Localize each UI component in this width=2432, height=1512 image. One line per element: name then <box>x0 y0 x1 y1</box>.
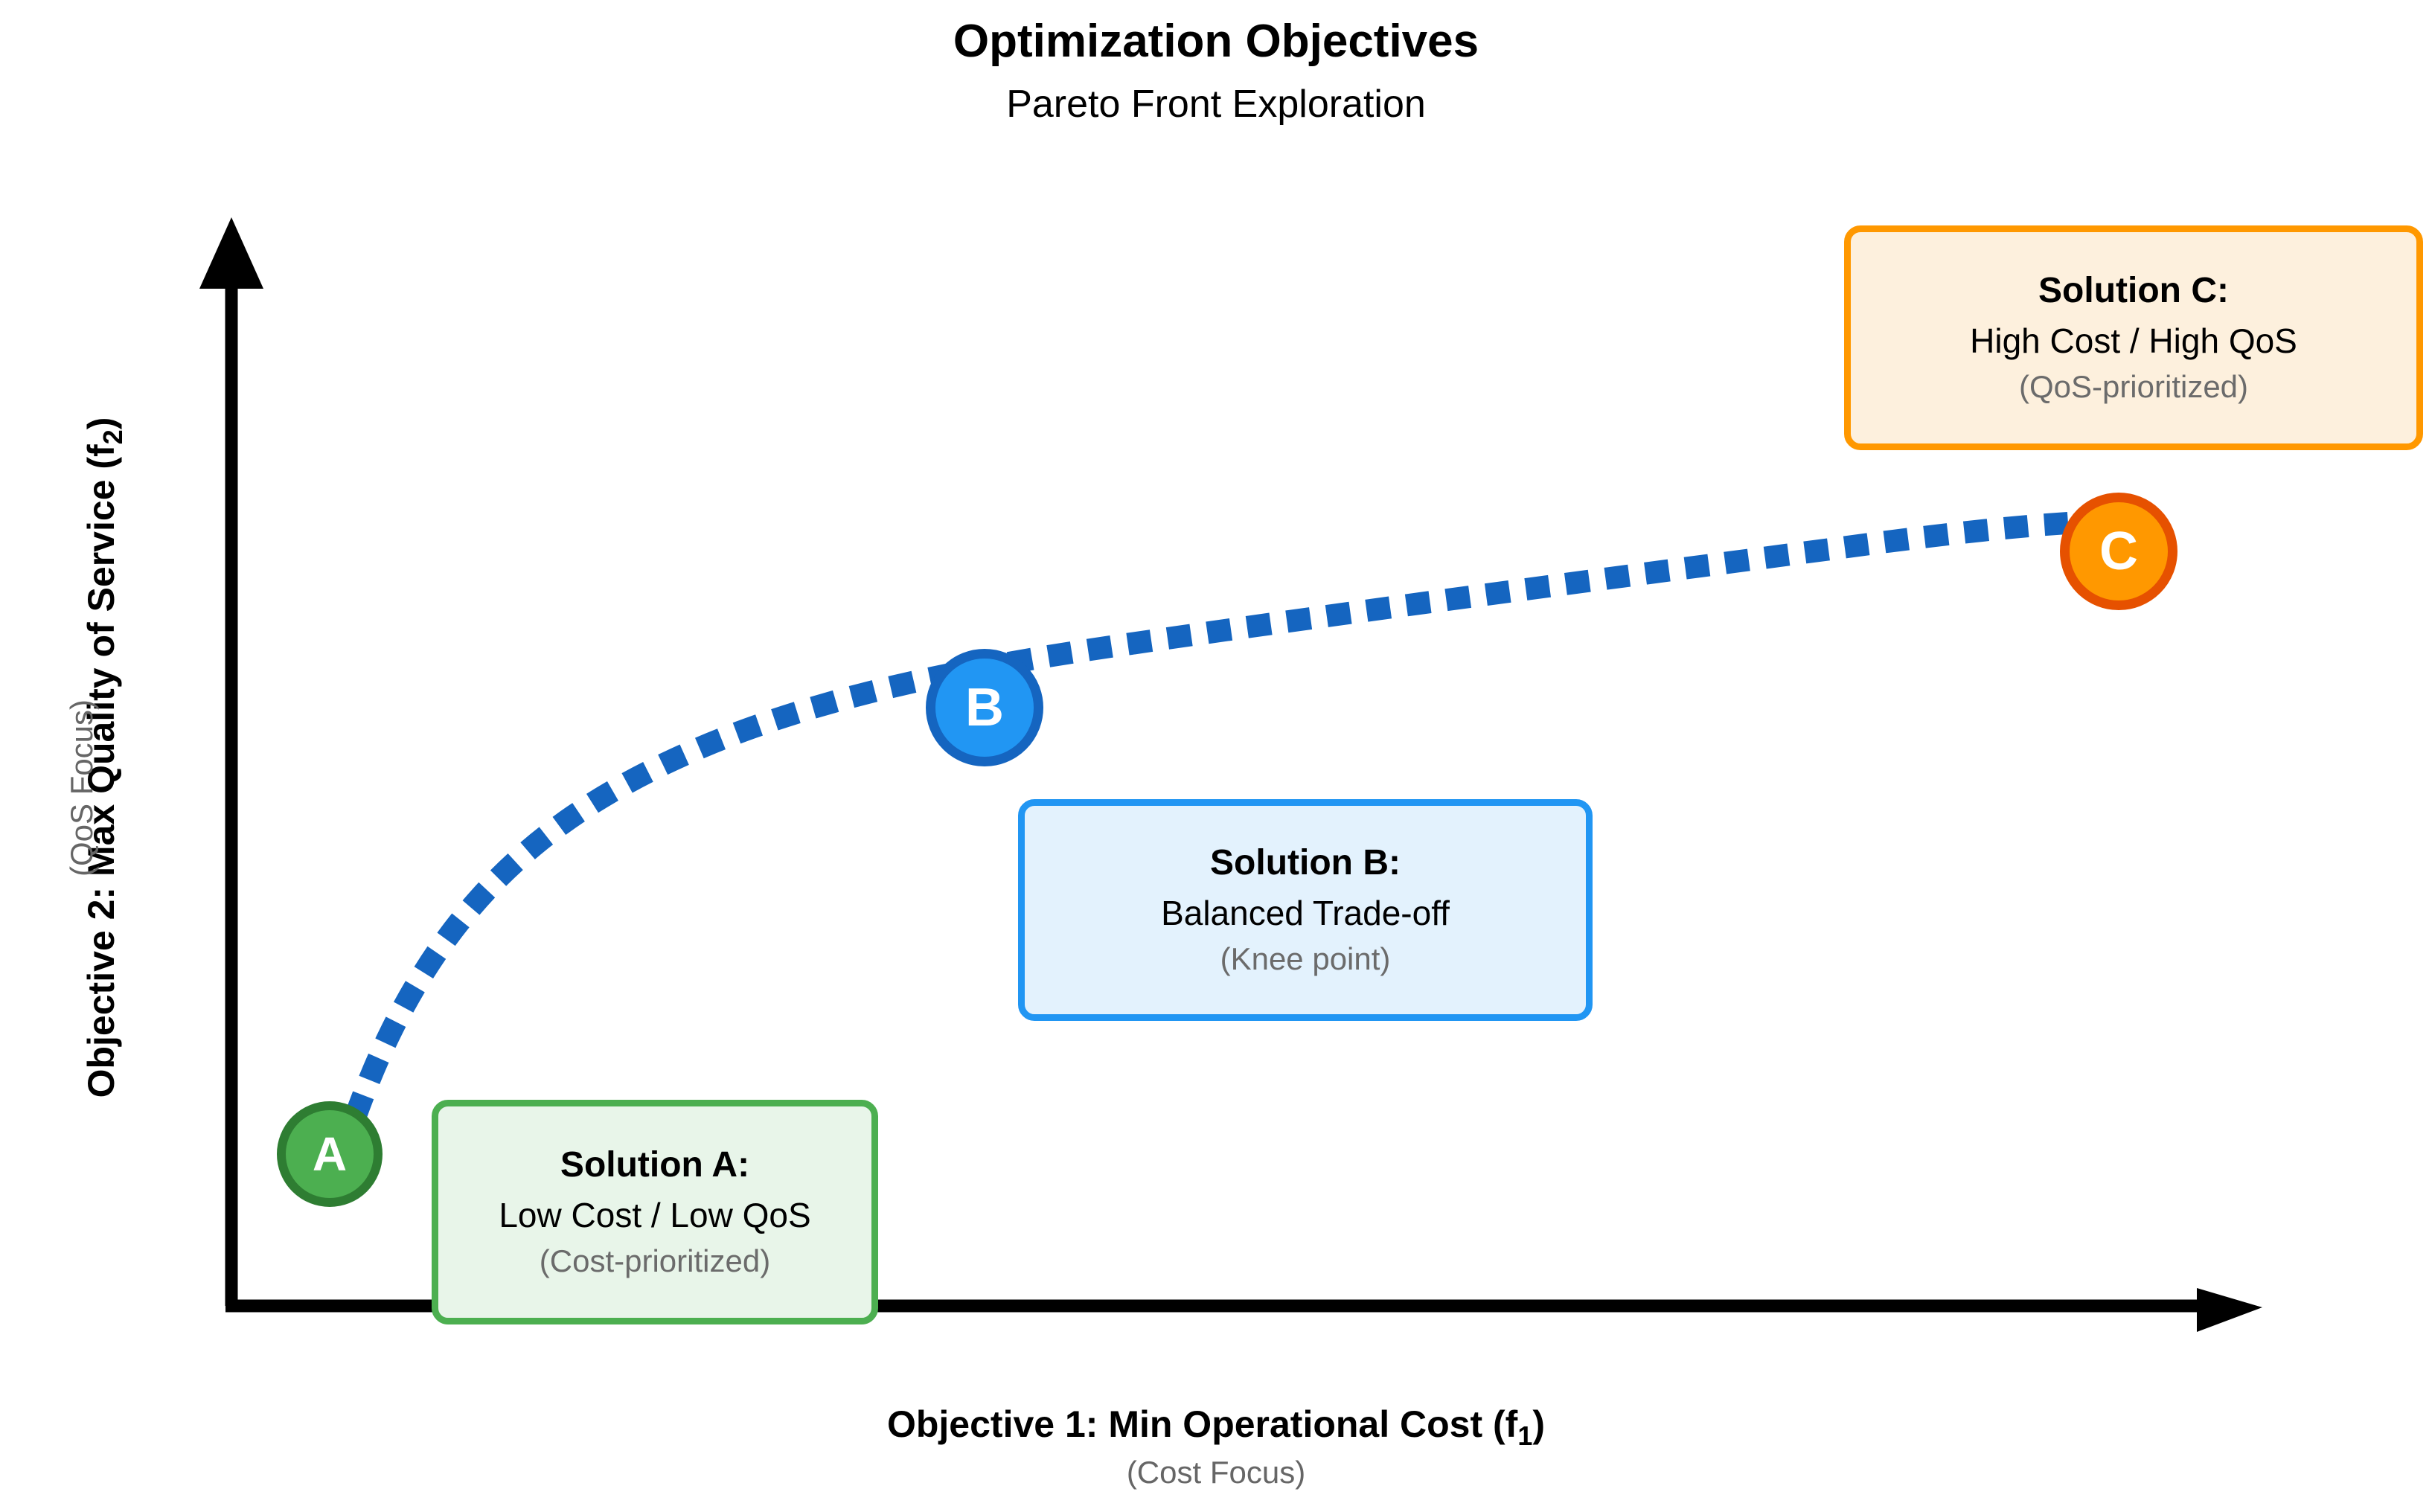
callout-a-description: Low Cost / Low QoS <box>499 1196 811 1234</box>
callout-b-note: (Knee point) <box>1220 941 1391 977</box>
y-axis <box>199 217 263 1306</box>
page-title: Optimization Objectives <box>953 16 1479 67</box>
x-axis-sublabel: (Cost Focus) <box>1126 1455 1306 1490</box>
pareto-front-curve <box>320 510 2118 1197</box>
callout-b-description: Balanced Trade-off <box>1161 894 1450 932</box>
y-axis-sublabel: (QoS Focus) <box>64 699 99 877</box>
callout-b-title: Solution B: <box>1210 842 1401 882</box>
callout-a-note: (Cost-prioritized) <box>539 1243 771 1279</box>
callout-solution-a[interactable]: Solution A: Low Cost / Low QoS (Cost-pri… <box>432 1100 878 1324</box>
callout-solution-b[interactable]: Solution B: Balanced Trade-off (Knee poi… <box>1018 799 1593 1021</box>
data-point-marker-a[interactable]: A <box>277 1101 383 1207</box>
callout-solution-c[interactable]: Solution C: High Cost / High QoS (QoS-pr… <box>1844 225 2423 450</box>
page-subtitle: Pareto Front Exploration <box>1006 83 1426 126</box>
callout-c-note: (QoS-prioritized) <box>2018 369 2249 405</box>
data-point-marker-b[interactable]: B <box>926 649 1043 766</box>
callout-a-title: Solution A: <box>560 1144 750 1185</box>
callout-c-title: Solution C: <box>2038 270 2229 310</box>
x-axis-label: Objective 1: Min Operational Cost (f1) <box>886 1403 1546 1451</box>
callout-c-description: High Cost / High QoS <box>1970 321 2297 360</box>
data-point-marker-c[interactable]: C <box>2060 493 2177 610</box>
